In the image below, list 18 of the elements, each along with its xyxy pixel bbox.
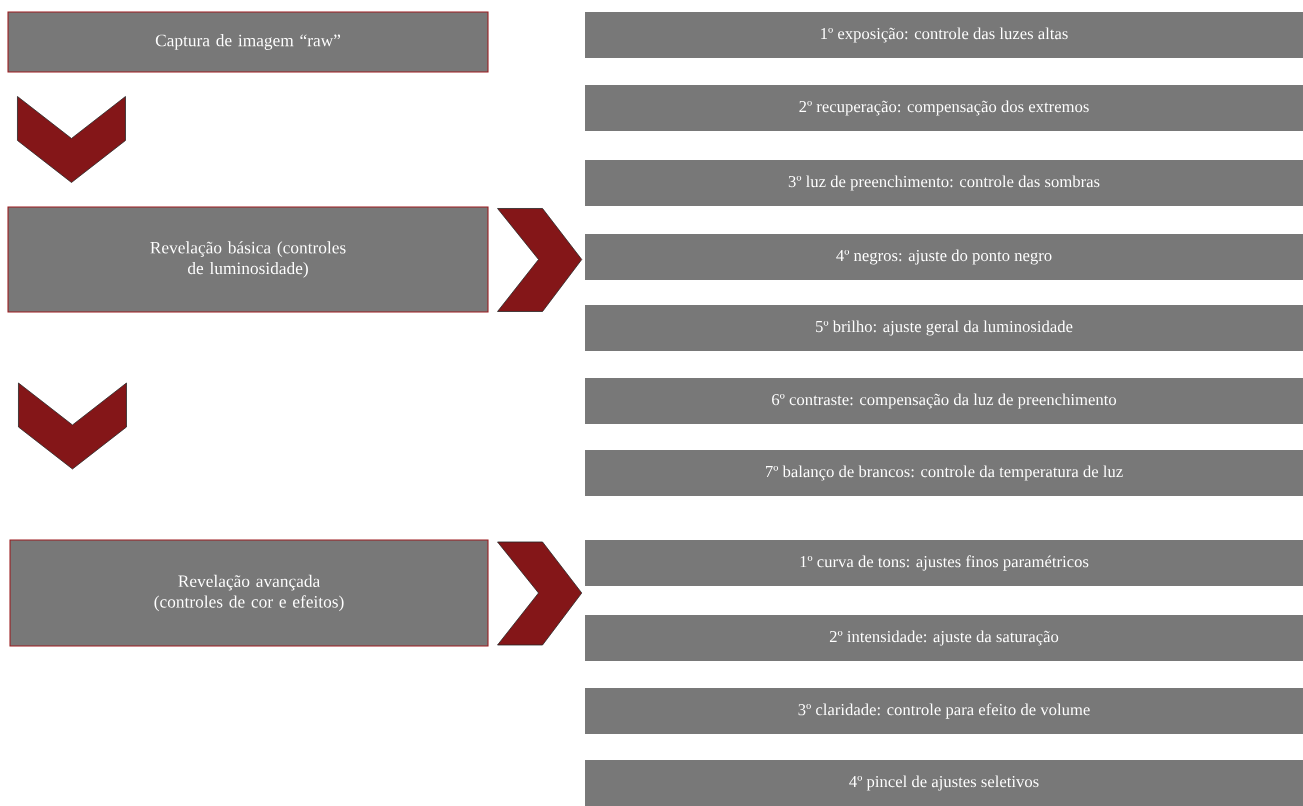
stage-box: Revelação básica (controles de luminosidade) xyxy=(7,206,489,313)
step-box: 2º recuperação: compensação dos extremos xyxy=(585,85,1303,131)
step-box: 3º claridade: controle para efeito de volume xyxy=(585,688,1303,734)
step-box: 7º balanço de brancos: controle da temperatura de luz xyxy=(585,450,1303,496)
step-box: 2º intensidade: ajuste da saturação xyxy=(585,615,1303,661)
chevron-arrow xyxy=(18,382,127,470)
step-box: 1º exposição: controle das luzes altas xyxy=(585,12,1303,58)
step-box: 4º negros: ajuste do ponto negro xyxy=(585,234,1303,280)
step-box: 6º contraste: compensação da luz de preenchimento xyxy=(585,378,1303,424)
stage-box: Revelação avançada (controles de cor e efeitos) xyxy=(9,539,489,647)
chevron-arrow xyxy=(17,96,126,183)
stage-box: Captura de imagem “raw” xyxy=(7,11,489,73)
step-box: 1º curva de tons: ajustes finos paramétricos xyxy=(585,540,1303,586)
step-box: 4º pincel de ajustes seletivos xyxy=(585,760,1303,806)
chevron-arrow xyxy=(497,208,583,312)
step-box: 3º luz de preenchimento: controle das sombras xyxy=(585,160,1303,206)
chevron-arrow xyxy=(497,541,583,646)
step-box: 5º brilho: ajuste geral da luminosidade xyxy=(585,305,1303,351)
